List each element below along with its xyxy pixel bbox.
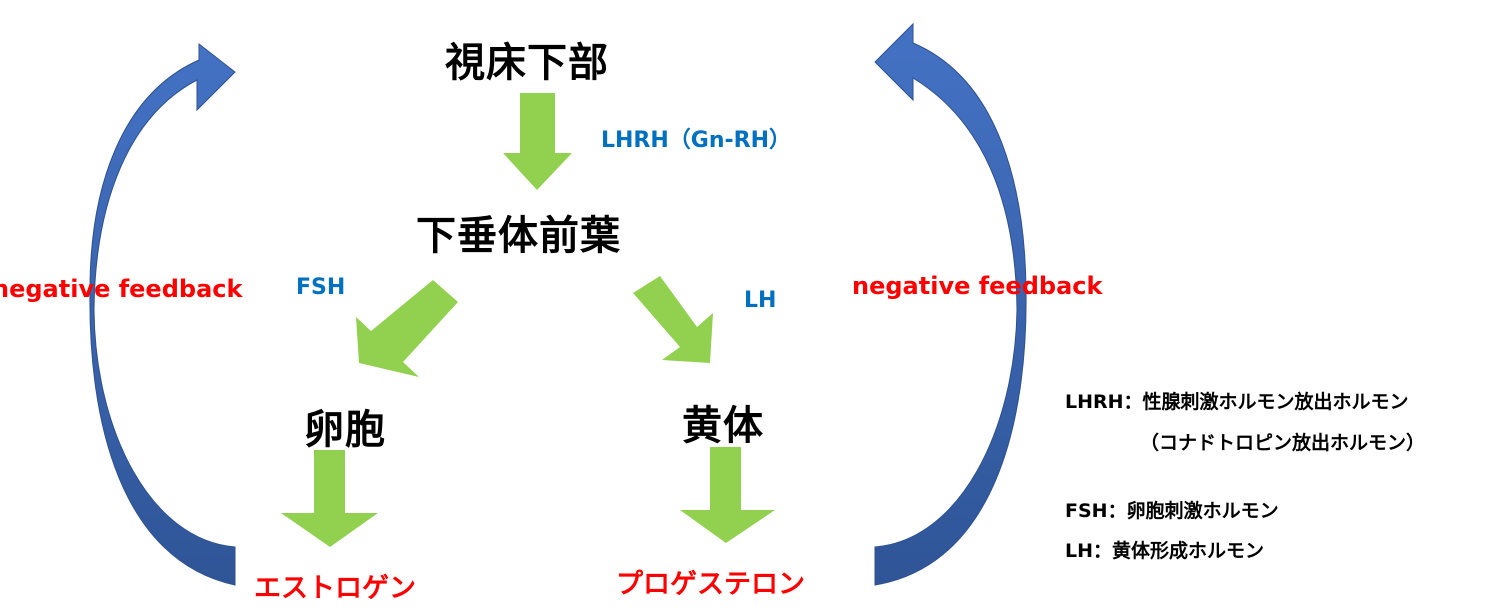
arrow-pituitary-to-corpus-luteum bbox=[633, 276, 713, 363]
label-lh: LH bbox=[744, 288, 777, 313]
label-negative-feedback-right: negative feedback bbox=[852, 272, 1103, 300]
product-estrogen: エストロゲン bbox=[254, 573, 416, 604]
arrow-corpus-luteum-to-progesterone bbox=[680, 447, 775, 543]
legend-lhrh-line2: （コナドトロピン放出ホルモン） bbox=[1140, 432, 1426, 454]
node-corpus-luteum: 黄体 bbox=[682, 403, 764, 449]
arrow-hypothalamus-to-pituitary bbox=[503, 93, 572, 190]
node-follicle: 卵胞 bbox=[304, 407, 386, 453]
node-hypothalamus: 視床下部 bbox=[445, 40, 609, 86]
label-negative-feedback-left: negative feedback bbox=[0, 275, 243, 303]
legend-fsh: FSH：卵胞刺激ホルモン bbox=[1065, 500, 1279, 522]
node-anterior-pituitary: 下垂体前葉 bbox=[416, 213, 621, 259]
feedback-arrow-left bbox=[89, 42, 236, 586]
label-fsh: FSH bbox=[296, 275, 346, 300]
product-progesterone: プロゲステロン bbox=[616, 569, 805, 600]
label-lhrh: LHRH（Gn-RH） bbox=[601, 128, 791, 153]
feedback-arrow-right bbox=[874, 22, 1027, 586]
arrow-pituitary-to-follicle bbox=[356, 280, 458, 377]
arrow-follicle-to-estrogen bbox=[281, 450, 378, 547]
legend-lhrh-line1: LHRH：性腺刺激ホルモン放出ホルモン bbox=[1065, 391, 1409, 413]
legend-lh: LH：黄体形成ホルモン bbox=[1065, 540, 1265, 562]
